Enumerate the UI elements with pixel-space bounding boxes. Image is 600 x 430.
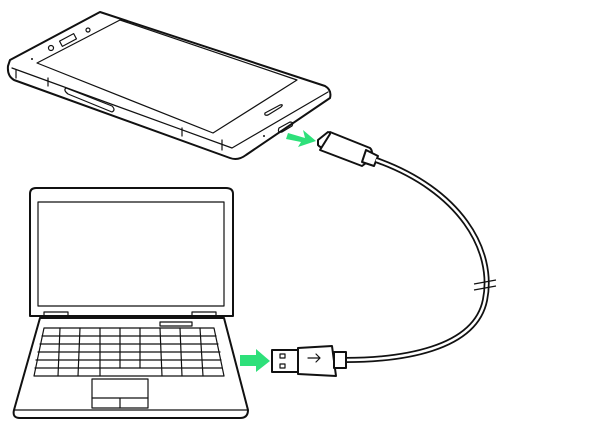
- usb-port: [277, 121, 294, 133]
- front-camera-icon: [47, 44, 55, 52]
- cable-break-mark: [473, 279, 497, 291]
- laptop-screen: [37, 201, 225, 307]
- phone-screen: [36, 19, 298, 134]
- arrow-to-phone-icon: [286, 130, 316, 147]
- laptop: [12, 187, 249, 419]
- arrow-to-laptop-icon: [240, 349, 270, 372]
- usb-a-plug: [271, 345, 347, 377]
- sony-logo: [58, 32, 78, 48]
- speaker-grille: [264, 104, 283, 116]
- side-button: [64, 87, 115, 113]
- usb-c-plug: [317, 131, 379, 167]
- smartphone: [6, 11, 332, 160]
